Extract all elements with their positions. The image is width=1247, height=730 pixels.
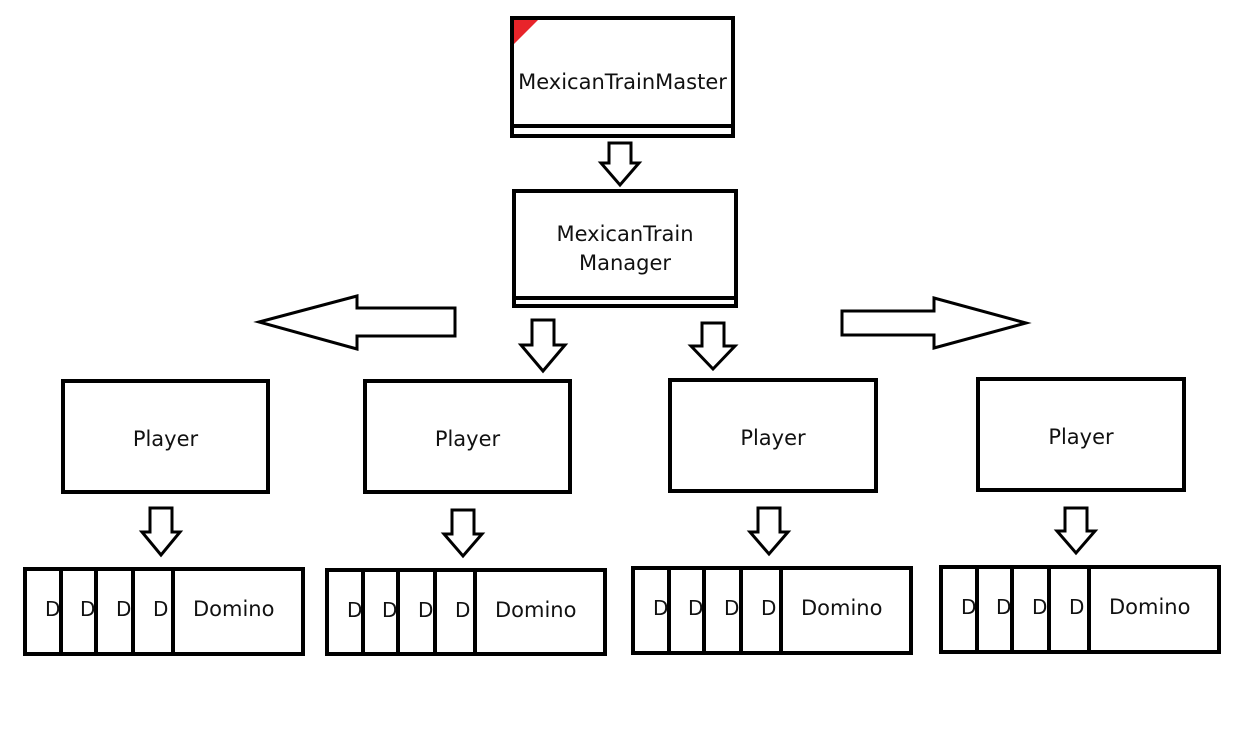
player-node-2: Player [363,379,572,494]
domino-tile: D [63,571,98,652]
manager-label-line1: MexicanTrain [556,222,694,246]
player-label: Player [132,427,199,451]
domino-tile: D [1014,569,1051,650]
domino-hand-1: D D D D Domino [23,567,305,656]
down-arrow-master-manager [597,141,643,188]
player-label: Player [434,427,501,451]
domino-tile: D [329,572,365,652]
player-label: Player [1048,425,1114,449]
manager-label-line2: Manager [578,251,672,275]
manager-node: MexicanTrain Manager [512,189,738,308]
domino-tile: D [1051,569,1091,650]
player-node-3: Player [668,378,878,493]
domino-hand-2: D D D D Domino [325,568,607,656]
domino-tile: D [365,572,400,652]
domino-tile: D [706,570,743,651]
domino-tile: D [135,571,175,652]
master-underline [514,124,731,128]
domino-label: Domino [1109,595,1191,619]
domino-tile: D [635,570,671,651]
manager-underline [516,296,734,300]
domino-tile: D [671,570,706,651]
domino-hand-4: D D D D Domino [939,565,1221,654]
player-node-4: Player [976,377,1186,492]
right-arrow-manager-player4 [840,296,1032,350]
domino-label: Domino [495,598,577,622]
down-arrow-player2-hand [440,508,486,559]
master-node: MexicanTrainMaster [510,16,735,138]
master-label: MexicanTrainMaster [518,70,727,94]
domino-tile: D [437,572,477,652]
down-arrow-manager-player2 [517,318,569,374]
domino-tile: D [98,571,135,652]
domino-hand-3: D D D D Domino [631,566,913,655]
down-arrow-player1-hand [138,506,184,558]
domino-tile: D [979,569,1014,650]
down-arrow-player3-hand [746,506,792,557]
domino-tile: D [743,570,783,651]
down-arrow-manager-player3 [687,321,739,372]
domino-label: Domino [801,596,883,620]
red-corner-marker [514,20,538,44]
domino-label: Domino [193,597,275,621]
domino-tile: D [400,572,437,652]
player-label: Player [740,426,806,450]
player-node-1: Player [61,379,270,494]
domino-tile: D [943,569,979,650]
left-arrow-manager-player1 [253,294,457,351]
down-arrow-player4-hand [1053,506,1099,556]
domino-tile: D [27,571,63,652]
